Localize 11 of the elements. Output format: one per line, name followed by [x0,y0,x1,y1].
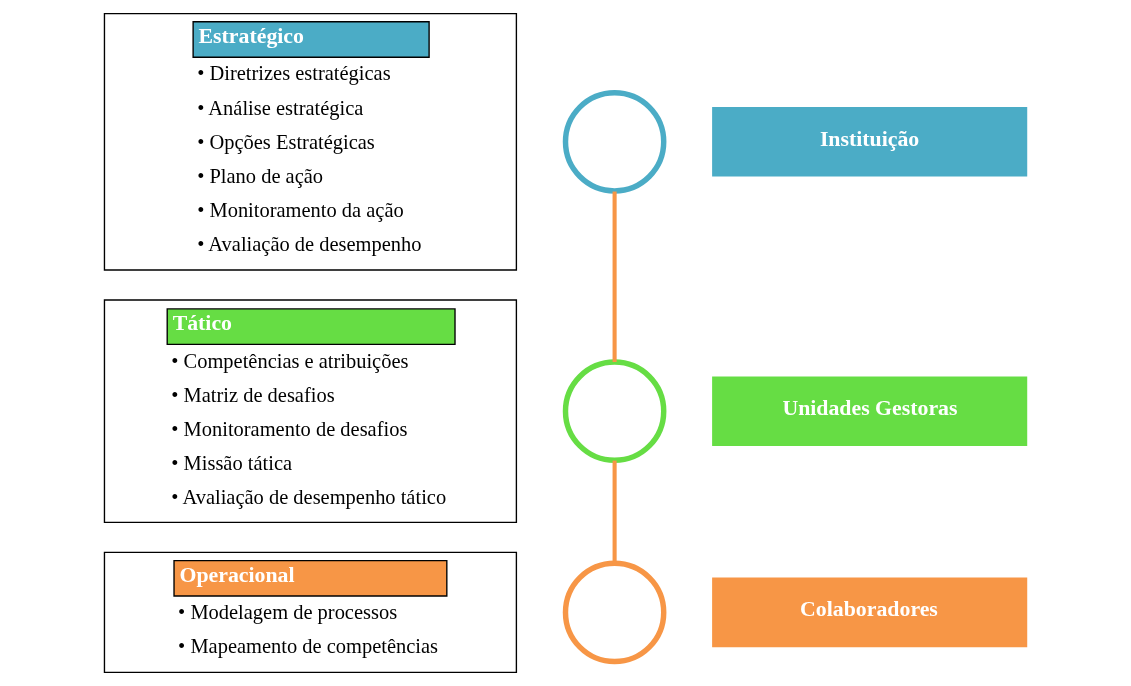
node-box: Estratégico • Diretrizes estratégicas • Análise estratégica • Opções Estratégicas • Plano de ação • Monitoramento da ação • Avaliação de desempenho [103,12,518,271]
node-box: Tático • Competências e atribuições • Matriz de desafios • Monitoramento de desafios • Missão tática • Avaliação de desempenho tático [103,299,518,524]
node-box: Colaboradores [712,577,1028,648]
node-box: Instituição [712,107,1028,177]
node-circle [562,89,667,194]
connector [612,191,617,362]
node-box: Unidades Gestoras [712,376,1028,446]
node-circle [562,560,667,665]
connector [612,460,617,564]
node-box: Operacional • Modelagem de processos • Mapeamento de competências [103,551,518,674]
node-circle [562,359,667,464]
